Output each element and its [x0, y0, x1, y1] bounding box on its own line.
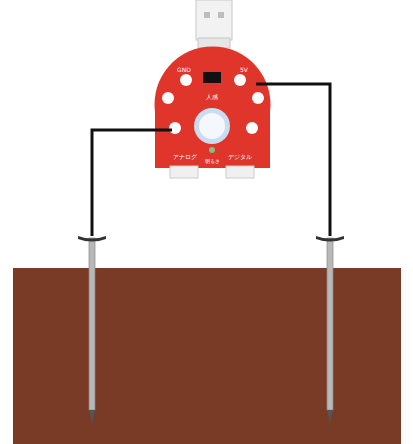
pin-label: デジタル	[228, 154, 252, 160]
sensor-label: 明るさ	[205, 159, 220, 164]
sensor-board	[155, 46, 271, 178]
soil	[13, 268, 401, 444]
pin-label: GND	[177, 67, 191, 73]
pin-label: 5V	[240, 67, 248, 73]
wires	[92, 84, 330, 236]
nails	[78, 236, 344, 424]
usb-plug	[196, 0, 232, 48]
pin-label: アナログ	[173, 154, 197, 160]
sensor-label: 人感	[206, 94, 218, 100]
